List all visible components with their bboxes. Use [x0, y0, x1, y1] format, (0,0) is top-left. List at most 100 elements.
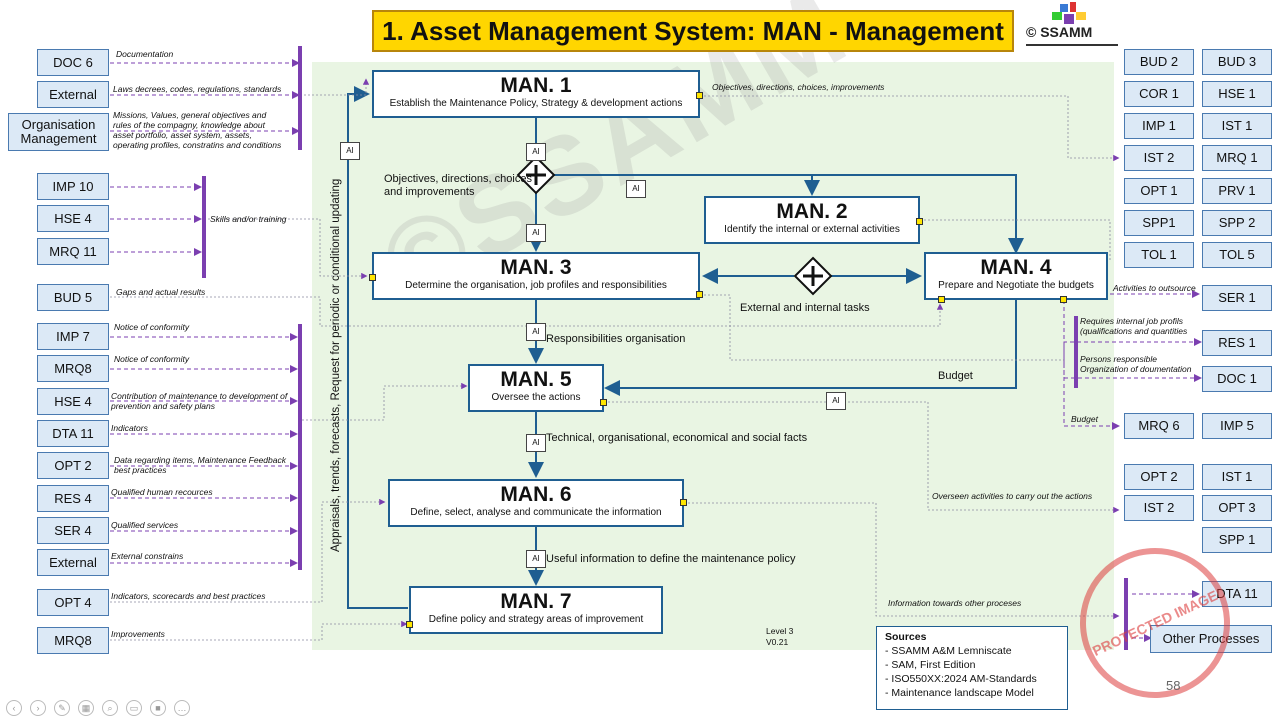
output-box-imp1[interactable]: IMP 1 — [1124, 113, 1194, 139]
output-box-opt2[interactable]: OPT 2 — [1124, 464, 1194, 490]
label-job-profiles: Requires internal job profils (qualifica… — [1080, 316, 1188, 336]
man-4-desc: Prepare and Negotiate the budgets — [938, 280, 1094, 291]
sources-box: Sources - SSAMM A&M Lemniscate - SAM, Fi… — [876, 626, 1068, 710]
man-3-box[interactable]: MAN. 3 Determine the organisation, job p… — [372, 252, 700, 300]
port-dot — [938, 296, 945, 303]
input-box-mrq8[interactable]: MRQ8 — [37, 355, 109, 382]
input-box-dta11[interactable]: DTA 11 — [37, 420, 109, 447]
man-5-box[interactable]: MAN. 5 Oversee the actions — [468, 364, 604, 412]
port-dot — [369, 274, 376, 281]
man-6-desc: Define, select, analyse and communicate … — [410, 507, 662, 518]
output-box-bud3[interactable]: BUD 3 — [1202, 49, 1272, 75]
output-bar-2 — [1124, 578, 1128, 650]
output-box-other-processes[interactable]: Other Processes — [1150, 625, 1272, 653]
label-useful-info: Useful information to define the mainten… — [546, 553, 796, 565]
input-box-external[interactable]: External — [37, 81, 109, 108]
man-4-box[interactable]: MAN. 4 Prepare and Negotiate the budgets — [924, 252, 1108, 300]
label-budget-out: Budget — [1071, 414, 1098, 424]
sources-title: Sources — [885, 631, 927, 643]
input-box-hse4b[interactable]: HSE 4 — [37, 388, 109, 415]
output-box-doc1[interactable]: DOC 1 — [1202, 366, 1272, 392]
man-5-desc: Oversee the actions — [491, 392, 581, 403]
output-box-spp2[interactable]: SPP 2 — [1202, 210, 1272, 236]
output-box-res1[interactable]: RES 1 — [1202, 330, 1272, 356]
slides-icon[interactable]: ▦ — [78, 700, 94, 716]
port-dot — [916, 218, 923, 225]
ai-chip-icon: AI — [526, 550, 546, 568]
ai-chip-icon: AI — [526, 434, 546, 452]
label-responsibilities: Responsibilities organisation — [546, 333, 686, 345]
input-box-imp7[interactable]: IMP 7 — [37, 323, 109, 350]
output-box-opt3[interactable]: OPT 3 — [1202, 495, 1272, 521]
input-bar-1 — [298, 46, 302, 150]
subtitles-icon[interactable]: ▭ — [126, 700, 142, 716]
input-bar-2 — [202, 176, 206, 278]
input-box-external2[interactable]: External — [37, 549, 109, 576]
label-res4: Qualified human recources — [111, 487, 213, 497]
man-3-desc: Determine the organisation, job profiles… — [405, 280, 667, 291]
input-box-res4[interactable]: RES 4 — [37, 485, 109, 512]
input-box-doc6[interactable]: DOC 6 — [37, 49, 109, 76]
next-slide-icon[interactable]: › — [30, 700, 46, 716]
page-title: 1. Asset Management System: MAN - Manage… — [372, 10, 1014, 52]
man-7-box[interactable]: MAN. 7 Define policy and strategy areas … — [409, 586, 663, 634]
label-persons: Persons responsible Organization of doum… — [1080, 354, 1192, 374]
page-number: 58 — [1166, 678, 1181, 693]
input-box-mrq8b[interactable]: MRQ8 — [37, 627, 109, 654]
pen-icon[interactable]: ✎ — [54, 700, 70, 716]
output-box-dta11[interactable]: DTA 11 — [1202, 581, 1272, 607]
man-1-box[interactable]: MAN. 1 Establish the Maintenance Policy,… — [372, 70, 700, 118]
input-box-opt2[interactable]: OPT 2 — [37, 452, 109, 479]
input-box-organisation[interactable]: Organisation Management — [8, 113, 109, 151]
input-box-imp10[interactable]: IMP 10 — [37, 173, 109, 200]
output-box-tol5[interactable]: TOL 5 — [1202, 242, 1272, 268]
output-box-spp1[interactable]: SPP1 — [1124, 210, 1194, 236]
output-box-prv1[interactable]: PRV 1 — [1202, 178, 1272, 204]
input-box-opt4[interactable]: OPT 4 — [37, 589, 109, 616]
output-box-opt1[interactable]: OPT 1 — [1124, 178, 1194, 204]
label-hse4b: Contribution of maintenance to developme… — [111, 391, 288, 411]
label-gaps: Gaps and actual results — [116, 287, 206, 297]
output-box-ist2[interactable]: IST 2 — [1124, 145, 1194, 171]
port-dot — [1060, 296, 1067, 303]
output-box-tol1[interactable]: TOL 1 — [1124, 242, 1194, 268]
output-box-cor1[interactable]: COR 1 — [1124, 81, 1194, 107]
output-box-hse1[interactable]: HSE 1 — [1202, 81, 1272, 107]
output-box-ser1[interactable]: SER 1 — [1202, 285, 1272, 311]
port-dot — [406, 621, 413, 628]
label-ser4: Qualified services — [111, 520, 179, 530]
prev-slide-icon[interactable]: ‹ — [6, 700, 22, 716]
input-box-mrq11[interactable]: MRQ 11 — [37, 238, 109, 265]
label-opt4: Indicators, scorecards and best practice… — [111, 591, 266, 601]
output-box-imp5[interactable]: IMP 5 — [1202, 413, 1272, 439]
input-box-bud5[interactable]: BUD 5 — [37, 284, 109, 311]
camera-icon[interactable]: ■ — [150, 700, 166, 716]
label-imp7: Notice of conformity — [114, 322, 190, 332]
label-external2: External constrains — [111, 551, 184, 561]
man-2-box[interactable]: MAN. 2 Identify the internal or external… — [704, 196, 920, 244]
output-box-ist1b[interactable]: IST 1 — [1202, 464, 1272, 490]
version-label: V0.21 — [766, 637, 789, 647]
output-box-ist1[interactable]: IST 1 — [1202, 113, 1272, 139]
input-box-ser4[interactable]: SER 4 — [37, 517, 109, 544]
input-box-hse4[interactable]: HSE 4 — [37, 205, 109, 232]
man-6-box[interactable]: MAN. 6 Define, select, analyse and commu… — [388, 479, 684, 527]
output-box-bud2[interactable]: BUD 2 — [1124, 49, 1194, 75]
man-5-title: MAN. 5 — [500, 368, 572, 391]
source-item: - SAM, First Edition — [885, 659, 976, 671]
label-mrq8: Notice of conformity — [114, 354, 190, 364]
gateway-plus-icon — [516, 155, 556, 195]
output-box-ist2b[interactable]: IST 2 — [1124, 495, 1194, 521]
zoom-icon[interactable]: ⌕ — [102, 700, 118, 716]
man-7-title: MAN. 7 — [500, 590, 572, 613]
output-box-spp1b[interactable]: SPP 1 — [1202, 527, 1272, 553]
source-item: - SSAMM A&M Lemniscate — [885, 645, 1012, 657]
man-3-title: MAN. 3 — [500, 256, 572, 279]
output-box-mrq1[interactable]: MRQ 1 — [1202, 145, 1272, 171]
more-options-icon[interactable]: … — [174, 700, 190, 716]
output-box-mrq6[interactable]: MRQ 6 — [1124, 413, 1194, 439]
label-organisation: Missions, Values, general objectives and… — [113, 110, 282, 150]
label-dta11: Indicators — [111, 423, 148, 433]
source-item: - ISO550XX:2024 AM-Standards — [885, 673, 1037, 685]
